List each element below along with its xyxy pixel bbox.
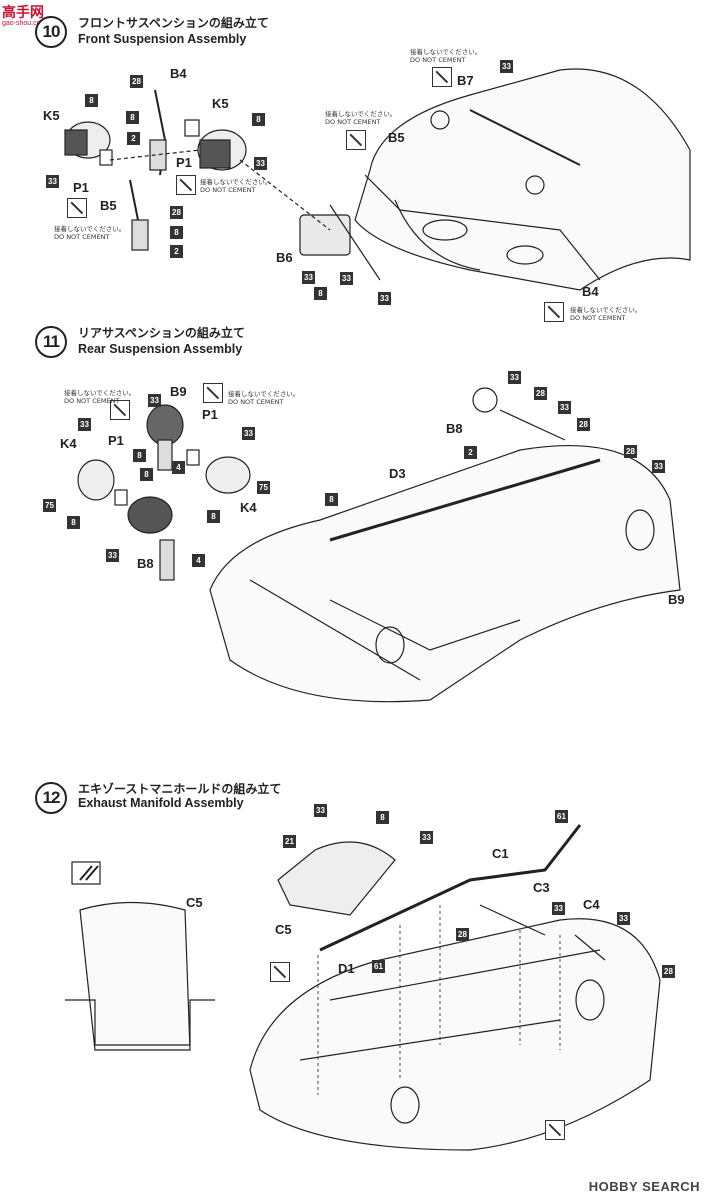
step-12-title-jp: エキゾーストマニホールドの組み立て: [78, 782, 282, 796]
step11-part-num: 28: [534, 387, 547, 400]
dnc-note: 接着しないでください。DO NOT CEMENT: [54, 225, 126, 241]
do-not-cement-icon: [110, 400, 130, 420]
step10-part-num: 33: [340, 272, 353, 285]
step12-part-num: 33: [420, 831, 433, 844]
step11-part-num: 33: [652, 460, 665, 473]
step10-label-p1-left: P1: [73, 180, 89, 195]
step-12-title-en: Exhaust Manifold Assembly: [78, 796, 244, 810]
do-not-cement-icon: [67, 198, 87, 218]
step10-part-num: 8: [314, 287, 327, 300]
step11-part-num: 33: [148, 394, 161, 407]
step10-part-num: 8: [252, 113, 265, 126]
step10-part-num: 33: [500, 60, 513, 73]
step12-label-c1: C1: [492, 846, 509, 861]
do-not-cement-icon: [544, 302, 564, 322]
step12-label-c5: C5: [275, 922, 292, 937]
step11-part-num: 4: [192, 554, 205, 567]
step-10-title-en: Front Suspension Assembly: [78, 32, 247, 46]
step11-part-num: 8: [140, 468, 153, 481]
step10-label-p1-right: P1: [176, 155, 192, 170]
step10-label-b5-left: B5: [100, 198, 117, 213]
step-10-title-jp: フロントサスペンションの組み立て: [78, 16, 269, 30]
step11-part-num: 28: [624, 445, 637, 458]
step10-part-num: 2: [127, 132, 140, 145]
step10-label-b4: B4: [170, 66, 187, 81]
step11-label-b9: B9: [170, 384, 187, 399]
step12-part-num: 33: [314, 804, 327, 817]
step12-label-d1: D1: [338, 961, 355, 976]
do-not-cement-icon: [176, 175, 196, 195]
dnc-note: 接着しないでください。DO NOT CEMENT: [228, 390, 300, 406]
step11-part-num: 28: [577, 418, 590, 431]
step-11-badge: 11: [35, 326, 67, 358]
step10-label-b4-right: B4: [582, 284, 599, 299]
step11-part-num: 8: [133, 449, 146, 462]
step-11-title-en: Rear Suspension Assembly: [78, 342, 243, 356]
step10-label-b7: B7: [457, 73, 474, 88]
step11-label-p1-right: P1: [202, 407, 218, 422]
step12-part-num: 28: [662, 965, 675, 978]
step11-part-num: 2: [464, 446, 477, 459]
step12-part-num: 61: [555, 810, 568, 823]
step11-part-num: 75: [257, 481, 270, 494]
step10-part-num: 33: [254, 157, 267, 170]
step12-part-num: 21: [283, 835, 296, 848]
step12-label-c4: C4: [583, 897, 600, 912]
step11-label-b8-left: B8: [137, 556, 154, 571]
step11-label-p1-left: P1: [108, 433, 124, 448]
step11-label-k4-left: K4: [60, 436, 77, 451]
dnc-note: 接着しないでください。DO NOT CEMENT: [200, 178, 272, 194]
step10-label-b5-right: B5: [388, 130, 405, 145]
step11-part-num: 33: [78, 418, 91, 431]
do-not-cement-icon: [346, 130, 366, 150]
dnc-note: 接着しないでください。DO NOT CEMENT: [325, 110, 397, 126]
step10-part-num: 33: [46, 175, 59, 188]
step11-part-num: 33: [508, 371, 521, 384]
dnc-note: 接着しないでください。DO NOT CEMENT: [570, 306, 642, 322]
step11-part-num: 8: [325, 493, 338, 506]
do-not-cement-icon: [432, 67, 452, 87]
step11-label-b9-right: B9: [668, 592, 685, 607]
step10-part-num: 28: [170, 206, 183, 219]
step12-label-c3: C3: [533, 880, 550, 895]
step10-label-b6: B6: [276, 250, 293, 265]
step12-part-num: 28: [456, 928, 469, 941]
step10-label-k5-left: K5: [43, 108, 60, 123]
step10-part-num: 8: [170, 226, 183, 239]
step11-label-k4-right: K4: [240, 500, 257, 515]
step10-label-k5-right: K5: [212, 96, 229, 111]
do-not-cement-icon: [545, 1120, 565, 1140]
step12-label-c5-detail: C5: [186, 895, 203, 910]
step12-part-num: 61: [372, 960, 385, 973]
step11-part-num: 8: [207, 510, 220, 523]
step11-part-num: 33: [558, 401, 571, 414]
step10-part-num: 8: [85, 94, 98, 107]
step11-part-num: 4: [172, 461, 185, 474]
dnc-note: 接着しないでください。DO NOT CEMENT: [64, 389, 136, 405]
step10-part-num: 33: [378, 292, 391, 305]
step11-label-b8-right: B8: [446, 421, 463, 436]
site-logo: 高手网 gao-shou.com: [2, 5, 47, 27]
step12-part-num: 33: [617, 912, 630, 925]
step-10-badge: 10: [35, 16, 67, 48]
step10-part-num: 33: [302, 271, 315, 284]
hobby-search-watermark: HOBBY SEARCH: [588, 1179, 700, 1194]
do-not-cement-icon: [270, 962, 290, 982]
step11-part-num: 33: [106, 549, 119, 562]
do-not-cement-icon: [203, 383, 223, 403]
step12-part-num: 8: [376, 811, 389, 824]
step11-part-num: 33: [242, 427, 255, 440]
dnc-note: 接着しないでください。DO NOT CEMENT: [410, 48, 482, 64]
step11-part-num: 8: [67, 516, 80, 529]
step10-part-num: 8: [126, 111, 139, 124]
step12-part-num: 33: [552, 902, 565, 915]
step-11-title-jp: リアサスペンションの組み立て: [78, 326, 245, 340]
step11-part-num: 75: [43, 499, 56, 512]
step-12-badge: 12: [35, 782, 67, 814]
step10-part-num: 28: [130, 75, 143, 88]
step10-part-num: 2: [170, 245, 183, 258]
step11-label-d3: D3: [389, 466, 406, 481]
